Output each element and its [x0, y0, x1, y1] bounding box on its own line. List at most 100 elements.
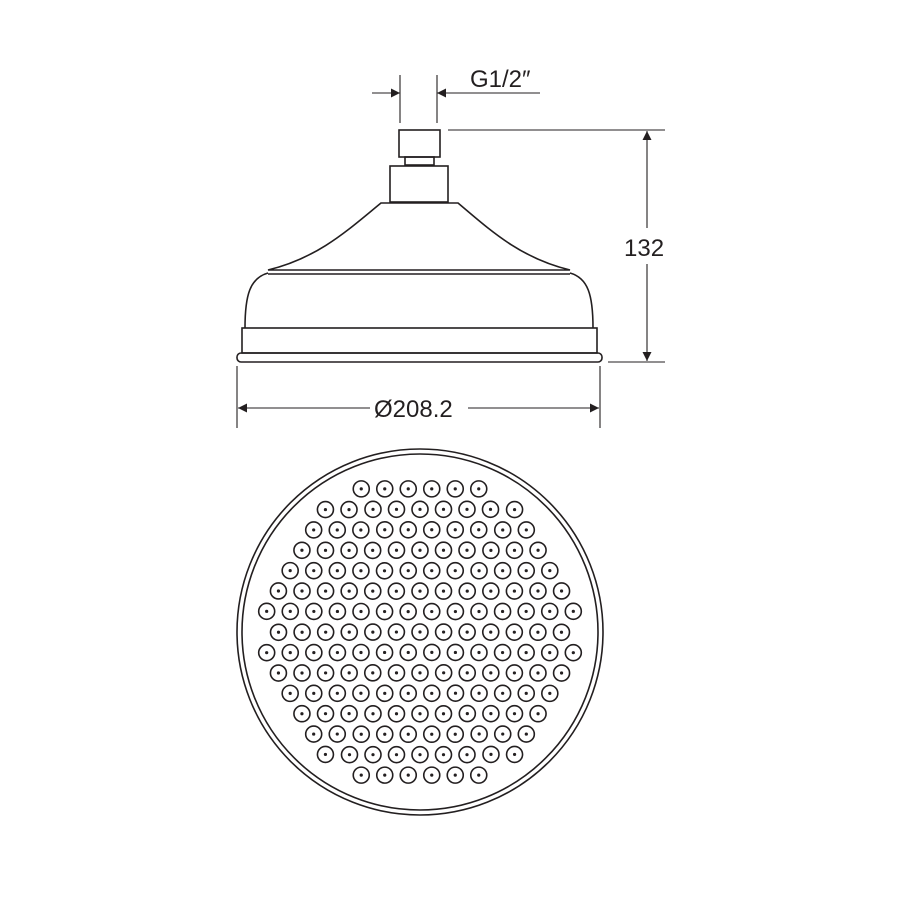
nozzle: [352, 766, 371, 784]
nozzle: [293, 541, 311, 560]
nozzle: [257, 643, 276, 662]
nozzle: [434, 745, 453, 764]
nozzle-hole: [477, 569, 481, 573]
nozzle: [375, 520, 394, 539]
nozzle: [364, 745, 382, 764]
nozzle-hole: [371, 589, 375, 593]
nozzle-hole: [442, 671, 446, 675]
nozzle: [328, 602, 347, 621]
nozzle: [422, 684, 441, 703]
nozzle: [482, 745, 500, 764]
nozzle: [316, 582, 335, 600]
nozzle: [458, 541, 476, 560]
nozzle-hole: [300, 630, 304, 634]
nozzle-hole: [335, 609, 340, 614]
nozzle-hole: [394, 507, 399, 511]
nozzle-hole: [383, 773, 387, 777]
nozzle-hole: [477, 691, 481, 695]
nozzle-hole: [383, 732, 387, 736]
nozzle: [446, 520, 465, 539]
nozzle: [399, 520, 418, 539]
nozzle-hole: [465, 507, 469, 511]
nozzle-hole: [465, 548, 469, 552]
nozzle-hole: [382, 609, 387, 614]
nozzle: [328, 684, 347, 703]
nozzle: [411, 541, 429, 560]
nozzle-hole: [359, 732, 363, 736]
nozzle-hole: [371, 671, 375, 675]
nozzle-hole: [312, 691, 316, 695]
nozzle-hole: [548, 691, 552, 695]
diameter-dimension: Ø208.2: [236, 366, 601, 428]
nozzle: [470, 643, 488, 662]
nozzle-hole: [394, 630, 399, 634]
nozzle-hole: [500, 650, 505, 655]
nozzle-hole: [441, 630, 446, 634]
nozzle-hole: [347, 671, 351, 675]
nozzle: [422, 480, 441, 498]
nozzle: [328, 561, 347, 580]
nozzle-hole: [394, 671, 399, 675]
nozzle: [411, 623, 429, 641]
nozzle: [387, 541, 406, 560]
nozzle: [446, 725, 465, 744]
nozzle: [352, 725, 371, 744]
nozzle: [469, 766, 488, 784]
nozzle: [517, 643, 535, 662]
nozzle-hole: [383, 528, 387, 532]
nozzle: [387, 582, 406, 601]
nozzle: [552, 582, 571, 600]
nozzle-hole: [394, 589, 398, 593]
nozzle: [469, 480, 488, 498]
nozzle: [352, 602, 370, 621]
nozzle-hole: [441, 507, 446, 511]
nozzle: [340, 500, 358, 519]
nozzle-hole: [500, 609, 505, 614]
nozzle-hole: [453, 691, 458, 695]
nozzle: [493, 643, 512, 662]
nozzle: [352, 684, 370, 703]
nozzle: [493, 602, 512, 621]
nozzle: [340, 541, 358, 560]
thread-dimension: G1/2″: [372, 66, 540, 123]
nozzle: [281, 684, 299, 703]
nozzle: [340, 582, 358, 600]
nozzle-hole: [501, 528, 505, 532]
nozzle-hole: [430, 487, 434, 491]
nozzle-hole: [536, 589, 540, 593]
nozzle: [434, 500, 453, 519]
nozzle-hole: [418, 548, 422, 552]
nozzle-hole: [430, 773, 434, 777]
nozzle-hole: [406, 487, 410, 491]
nozzle-hole: [418, 712, 422, 716]
nozzle: [305, 643, 323, 662]
nozzle-hole: [394, 753, 399, 757]
nozzle: [316, 623, 335, 641]
nozzle: [517, 602, 535, 621]
nozzle-hole: [430, 691, 434, 695]
nozzle-hole: [276, 589, 281, 593]
nozzle: [411, 745, 429, 764]
nozzle: [481, 623, 500, 641]
nozzle-hole: [323, 712, 328, 716]
nozzle-hole: [312, 569, 316, 573]
nozzle-hole: [477, 732, 481, 736]
nozzle-hole: [501, 732, 505, 736]
nozzle: [458, 582, 477, 600]
nozzle: [316, 745, 335, 764]
nozzle-hole: [453, 487, 457, 491]
nozzle: [458, 704, 477, 723]
nozzle: [517, 521, 536, 539]
nozzle: [517, 725, 536, 743]
nozzle-hole: [359, 691, 363, 695]
nozzle-hole: [477, 528, 481, 532]
nozzle: [375, 602, 394, 621]
nozzle-hole: [382, 569, 387, 573]
nozzle-hole: [347, 712, 351, 716]
nozzle-hole: [559, 671, 564, 675]
nozzle: [446, 643, 465, 662]
nozzle: [399, 766, 418, 784]
nozzle: [541, 561, 559, 580]
nozzle-hole: [335, 569, 339, 573]
